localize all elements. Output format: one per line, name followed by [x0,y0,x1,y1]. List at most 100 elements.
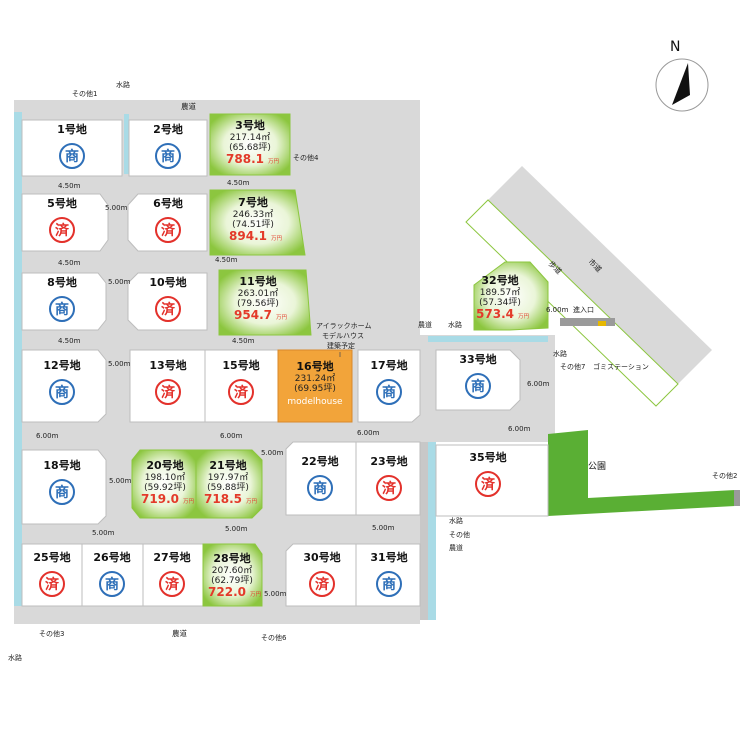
status-text: 商 [105,576,119,593]
road-width-label: 5.00m [105,204,128,212]
model-house-note: アイラックホーム モデルハウス 建築予定 [316,322,371,357]
status-text: 商 [382,576,396,593]
right-waterway [428,338,436,620]
status-text: 済 [45,576,60,593]
lot-number: 6号地 [153,196,183,210]
lot-number: 31号地 [370,550,407,564]
sai-badge-icon [49,217,75,243]
lot-shape [277,349,353,423]
road-width-label: 5.00m [372,524,395,532]
lot-price: 719.0 [141,492,179,506]
road-width-label: 5.00m [108,360,131,368]
label-other4: その他4 [293,153,319,162]
lot-tsubo: (57.34坪) [479,297,521,308]
sai-badge-icon [309,571,335,597]
entrance-area [560,318,615,326]
lot-tsubo: (65.68坪) [229,142,271,153]
note-line1: アイラックホーム [316,322,371,330]
price-unit: 万円 [518,313,530,320]
right-farm-road [420,335,428,620]
price-unit: 万円 [246,498,258,505]
lot-area: 231.24㎡ [295,373,336,384]
road-width-label: 5.00m [92,529,115,537]
road-width-label: 5.00m [264,590,287,598]
label-other2: その他2 [712,471,737,480]
east-waterway [428,336,548,342]
road-width-label: 4.50m [215,256,238,264]
garbage-station-icon [598,321,606,326]
status-text: 商 [471,378,485,395]
label-other-mid: その他 [449,530,470,539]
status-text: 済 [165,576,180,593]
lot-number: 2号地 [153,122,183,136]
lot-number: 5号地 [47,196,77,210]
label-gomi: ゴミステーション [593,362,649,371]
lot-number: 10号地 [149,275,186,289]
lot-area: 198.10㎡ [145,472,186,483]
lot-price: 722.0 [208,585,246,599]
lot-number: 23号地 [370,454,407,468]
label-park: 公園 [588,461,606,472]
lot-tsubo: (59.88坪) [207,482,249,493]
label-other3: その他3 [39,629,64,638]
road-width-label: 5.00m [109,477,132,485]
sho-badge-icon [376,379,402,405]
road-width-label: 5.00m [225,525,248,533]
sho-badge-icon [376,571,402,597]
lot-tsubo: (79.56坪) [237,298,279,309]
label-nodou-top: 農道 [181,101,196,111]
lot-number: 1号地 [57,122,87,136]
lot-number: 32号地 [481,273,518,287]
label-suiro-low: 水路 [449,516,463,525]
label-nodou-right2: 農道 [449,543,463,552]
park [548,430,735,516]
lot-price: 954.7 [234,308,272,322]
lot-price: 718.5 [204,492,242,506]
status-text: 済 [161,301,176,318]
lot-number: 33号地 [459,352,496,366]
lot-number: 25号地 [33,550,70,564]
lot-tsubo: (62.79坪) [211,575,253,586]
lot-price: 573.4 [476,307,514,321]
top-farm-road [14,100,420,114]
city-road [488,166,712,384]
sho-badge-icon [59,143,85,169]
price-unit: 万円 [183,498,195,505]
label-suiro-top: 水路 [116,80,130,89]
lot-number: 30号地 [303,550,340,564]
road-width-label: 4.50m [58,337,81,345]
lot-shape [195,449,263,519]
lot-number: 3号地 [235,118,265,132]
road-width-label: 4.50m [58,259,81,267]
lot-shape [209,189,306,256]
